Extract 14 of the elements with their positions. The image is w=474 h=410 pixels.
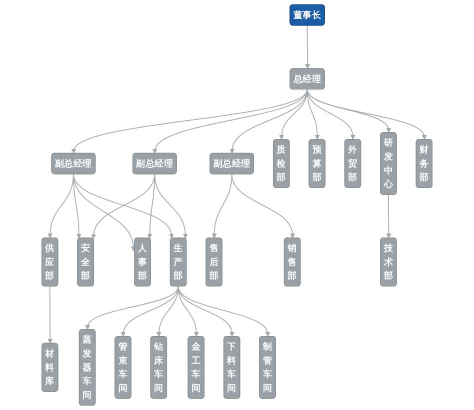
arrow bbox=[386, 194, 392, 238]
arrow bbox=[153, 88, 308, 154]
arrow bbox=[91, 173, 156, 240]
arrow bbox=[73, 173, 174, 239]
arrow bbox=[86, 286, 179, 330]
arrow bbox=[72, 88, 308, 154]
arrow bbox=[306, 88, 426, 140]
arrow bbox=[154, 173, 188, 239]
arrow bbox=[147, 173, 156, 239]
arrow bbox=[231, 173, 295, 238]
arrow bbox=[121, 286, 179, 337]
arrow bbox=[178, 286, 270, 337]
arrow bbox=[48, 286, 53, 344]
arrow bbox=[304, 24, 310, 70]
